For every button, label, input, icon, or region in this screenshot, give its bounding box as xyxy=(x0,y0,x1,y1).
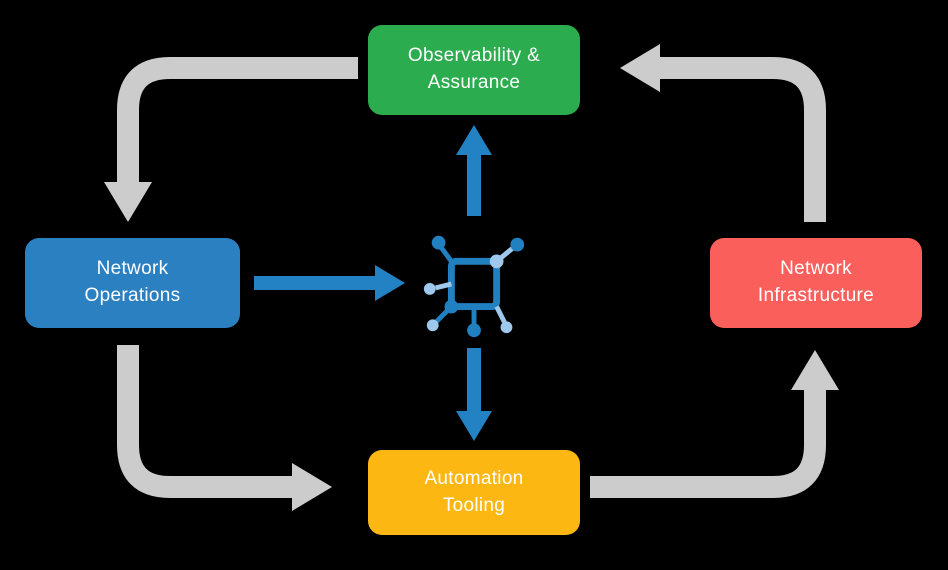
node-infrastructure-label-line2: Infrastructure xyxy=(757,285,875,306)
arrow-infrastructure-to-observability xyxy=(620,44,826,222)
arrow-automation-to-infrastructure xyxy=(590,350,839,498)
node-operations-label-line1: Network xyxy=(96,258,169,280)
node-automation-tooling: Automation Tooling xyxy=(368,450,580,535)
node-observability-label-line1: Observability & xyxy=(407,45,541,67)
node-observability-label-line2: Assurance xyxy=(427,72,521,93)
node-automation-label-line1: Automation xyxy=(424,467,524,489)
node-network-infrastructure: Network Infrastructure xyxy=(710,238,922,328)
node-automation-label-line2: Tooling xyxy=(442,494,506,516)
arrow-observability-to-operations xyxy=(104,57,358,222)
node-network-operations: Network Operations xyxy=(25,238,240,328)
node-observability: Observability & Assurance xyxy=(368,25,580,115)
node-operations-label-line2: Operations xyxy=(84,285,181,306)
node-infrastructure-label-line1: Network xyxy=(780,258,852,280)
network-topology-icon xyxy=(423,235,525,338)
arrow-operations-to-automation xyxy=(117,345,332,511)
